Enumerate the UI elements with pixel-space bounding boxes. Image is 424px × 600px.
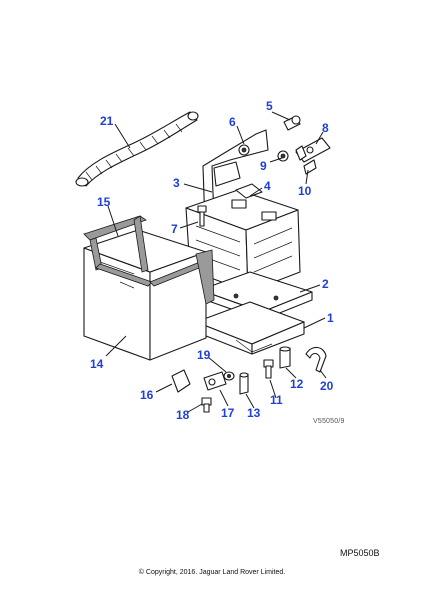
callout-1: 1 xyxy=(327,311,334,325)
callout-12: 12 xyxy=(290,377,304,391)
callout-15: 15 xyxy=(97,195,111,209)
callout-8: 8 xyxy=(322,121,329,135)
callout-13: 13 xyxy=(247,406,261,420)
callout-11: 11 xyxy=(270,393,283,407)
small-fixings-part xyxy=(277,115,331,175)
callout-4: 4 xyxy=(264,179,271,193)
plate-code: MP5050B xyxy=(340,548,380,558)
lower-fixings-part xyxy=(171,369,249,413)
callout-labels: 21 5 6 8 9 10 3 4 7 15 2 1 14 19 16 18 1… xyxy=(90,99,334,422)
bolt-7-part xyxy=(197,205,207,227)
callout-16: 16 xyxy=(140,388,154,402)
callout-19: 19 xyxy=(197,348,211,362)
drawing-reference-code: V55050/9 xyxy=(313,418,345,425)
right-fixings-part xyxy=(263,346,327,379)
callout-7: 7 xyxy=(171,222,178,236)
callout-17: 17 xyxy=(221,406,235,420)
copyright-notice: © Copyright, 2016. Jaguar Land Rover Lim… xyxy=(138,569,286,576)
leader-lines xyxy=(105,111,327,413)
hose-part xyxy=(75,111,199,187)
callout-14: 14 xyxy=(90,357,104,371)
callout-5: 5 xyxy=(266,99,273,113)
callout-2: 2 xyxy=(322,277,329,291)
callout-6: 6 xyxy=(229,115,236,129)
callout-9: 9 xyxy=(260,159,267,173)
callout-18: 18 xyxy=(176,408,190,422)
callout-21: 21 xyxy=(100,114,114,128)
callout-3: 3 xyxy=(173,176,180,190)
callout-20: 20 xyxy=(320,379,334,393)
callout-10: 10 xyxy=(298,184,312,198)
